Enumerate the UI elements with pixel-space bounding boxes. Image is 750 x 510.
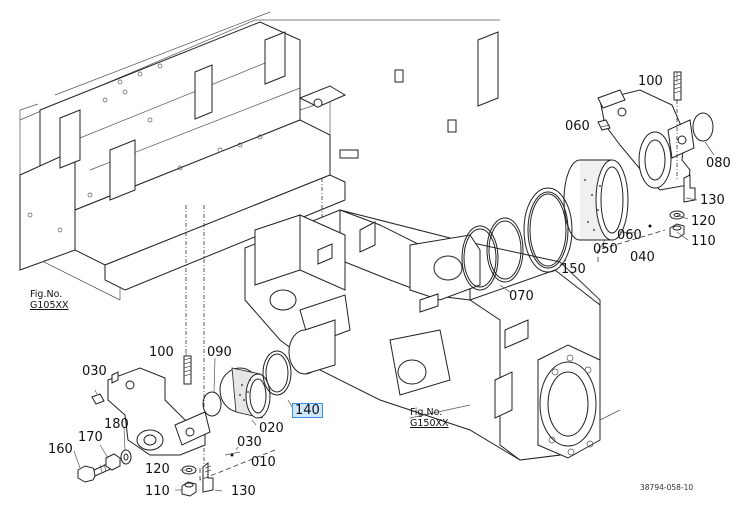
part-label-110-left[interactable]: 110 — [145, 484, 170, 499]
part-label-020[interactable]: 020 — [259, 421, 284, 436]
figure-ref-left-label: Fig.No. — [30, 289, 63, 300]
figure-ref-right[interactable]: Fig.No. G150XX — [410, 407, 449, 430]
right-bracket — [597, 89, 695, 191]
part-label-130-left[interactable]: 130 — [231, 484, 256, 499]
part-label-120-left[interactable]: 120 — [145, 462, 170, 477]
part-label-060-lower[interactable]: 060 — [617, 228, 642, 243]
figure-ref-right-link[interactable]: G150XX — [410, 417, 449, 429]
part-label-030-upper[interactable]: 030 — [82, 364, 107, 379]
figure-ref-left-link[interactable]: G105XX — [30, 299, 69, 311]
part-label-120-right[interactable]: 120 — [691, 214, 716, 229]
part-label-030-lower[interactable]: 030 — [237, 435, 262, 450]
part-label-050[interactable]: 050 — [593, 242, 618, 257]
part-label-150[interactable]: 150 — [561, 262, 586, 277]
drawing-number: 38794-058-10 — [640, 483, 694, 492]
frame-assembly — [19, 11, 500, 301]
part-label-180[interactable]: 180 — [104, 417, 129, 432]
axle-housing — [244, 209, 621, 461]
part-label-140-selected[interactable]: 140 — [292, 403, 323, 418]
part-label-130-right[interactable]: 130 — [700, 193, 725, 208]
part-label-010[interactable]: 010 — [251, 455, 276, 470]
left-bracket — [107, 367, 211, 456]
part-label-040[interactable]: 040 — [630, 250, 655, 265]
part-label-090[interactable]: 090 — [207, 345, 232, 360]
part-label-080[interactable]: 080 — [706, 156, 731, 171]
figure-ref-left[interactable]: Fig.No. G105XX — [30, 289, 69, 312]
part-label-160[interactable]: 160 — [48, 442, 73, 457]
part-label-170[interactable]: 170 — [78, 430, 103, 445]
figure-ref-right-label: Fig.No. — [410, 407, 443, 418]
part-label-070[interactable]: 070 — [509, 289, 534, 304]
part-label-100-top[interactable]: 100 — [638, 74, 663, 89]
part-label-110-right[interactable]: 110 — [691, 234, 716, 249]
part-label-100-left[interactable]: 100 — [149, 345, 174, 360]
part-label-060-upper[interactable]: 060 — [565, 119, 590, 134]
